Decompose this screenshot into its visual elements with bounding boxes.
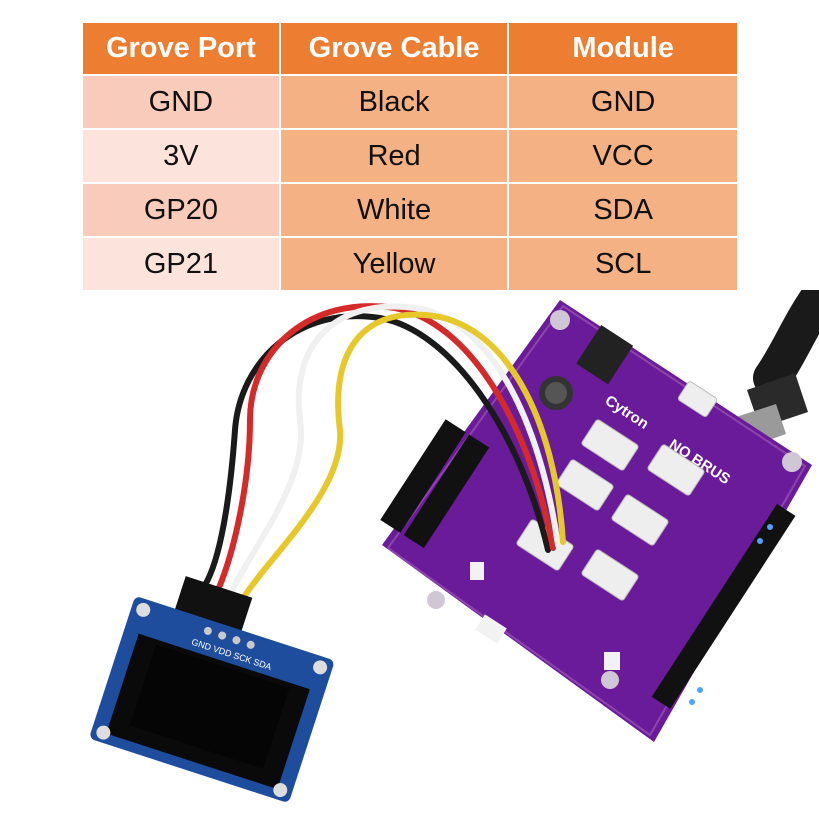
port-cell: GP21 [83,238,281,290]
module-cell: SDA [509,184,737,238]
table-row: GP21 Yellow SCL [83,238,737,290]
port-cell: GND [83,76,281,130]
cable-cell: White [280,184,510,238]
module-cell: SCL [509,238,737,290]
maker-pi-board: Cytron NO BRUS [380,300,812,742]
grove-cable [202,303,566,603]
header-grove-cable: Grove Cable [280,23,510,76]
table-header-row: Grove Port Grove Cable Module [83,23,737,76]
cable-cell: Black [280,76,510,130]
table-row: GND Black GND [83,76,737,130]
header-module: Module [509,23,737,76]
wiring-table: Grove Port Grove Cable Module GND Black … [83,23,737,290]
port-cell: GP20 [83,184,281,238]
hardware-photo: Cytron NO BRUS [90,290,819,802]
table-row: GP20 White SDA [83,184,737,238]
oled-module: GND VDD SCK SDA [90,597,334,802]
module-cell: GND [509,76,737,130]
table-row: 3V Red VCC [83,130,737,184]
cable-cell: Red [280,130,510,184]
module-cell: VCC [509,130,737,184]
port-cell: 3V [83,130,281,184]
cable-cell: Yellow [280,238,510,290]
dupont-connector [174,576,253,634]
header-grove-port: Grove Port [83,23,281,76]
